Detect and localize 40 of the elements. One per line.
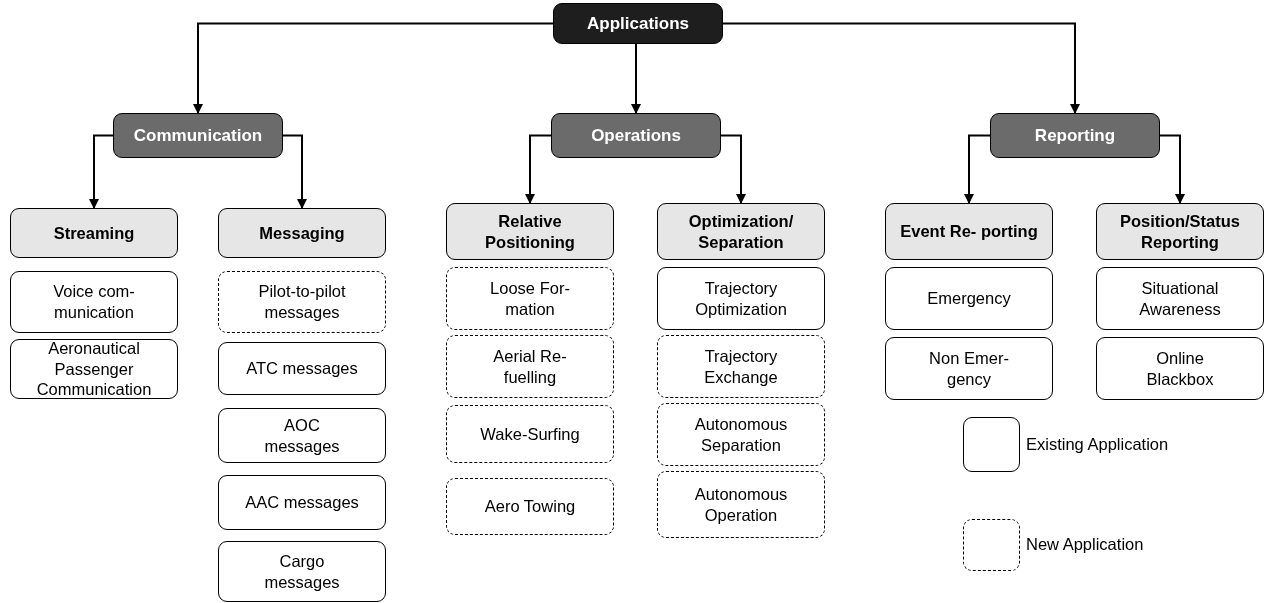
application-box: Loose For- mation bbox=[446, 267, 614, 330]
application-box: AOC messages bbox=[218, 408, 386, 463]
application-box: Non Emer- gency bbox=[885, 337, 1053, 400]
application-box: Wake-Surfing bbox=[446, 405, 614, 463]
arrow bbox=[282, 134, 307, 209]
root-box: Applications bbox=[553, 3, 723, 44]
application-box: Trajectory Exchange bbox=[657, 335, 825, 398]
application-box: Aeronautical Passenger Communication bbox=[10, 339, 178, 399]
application-box: Pilot-to-pilot messages bbox=[218, 271, 386, 333]
subcategory-box: Streaming bbox=[10, 208, 178, 258]
category-box: Operations bbox=[551, 113, 721, 158]
application-box: Aerial Re- fuelling bbox=[446, 335, 614, 398]
application-box: Cargo messages bbox=[218, 541, 386, 602]
application-box: Online Blackbox bbox=[1096, 337, 1264, 400]
subcategory-box: Event Re- porting bbox=[885, 203, 1053, 260]
arrow bbox=[964, 134, 991, 204]
subcategory-box: Optimization/ Separation bbox=[657, 203, 825, 260]
application-box: Autonomous Operation bbox=[657, 471, 825, 538]
application-box: AAC messages bbox=[218, 475, 386, 530]
arrow bbox=[1159, 134, 1185, 204]
category-box: Reporting bbox=[990, 113, 1160, 158]
application-box: Voice com- munication bbox=[10, 271, 178, 333]
arrow bbox=[720, 134, 746, 204]
subcategory-box: Position/Status Reporting bbox=[1096, 203, 1264, 260]
application-box: ATC messages bbox=[218, 342, 386, 395]
arrow bbox=[193, 22, 554, 114]
application-box: Emergency bbox=[885, 267, 1053, 330]
application-box: Autonomous Separation bbox=[657, 403, 825, 466]
subcategory-box: Messaging bbox=[218, 208, 386, 258]
legend-label: New Application bbox=[1026, 535, 1144, 554]
category-box: Communication bbox=[113, 113, 283, 158]
subcategory-box: Relative Positioning bbox=[446, 203, 614, 260]
arrow bbox=[631, 43, 641, 114]
application-box: Aero Towing bbox=[446, 478, 614, 535]
arrow bbox=[89, 134, 114, 209]
application-box: Trajectory Optimization bbox=[657, 267, 825, 330]
legend-label: Existing Application bbox=[1026, 434, 1169, 454]
application-box: Situational Awareness bbox=[1096, 267, 1264, 330]
arrow bbox=[722, 22, 1080, 114]
arrow bbox=[525, 134, 552, 204]
